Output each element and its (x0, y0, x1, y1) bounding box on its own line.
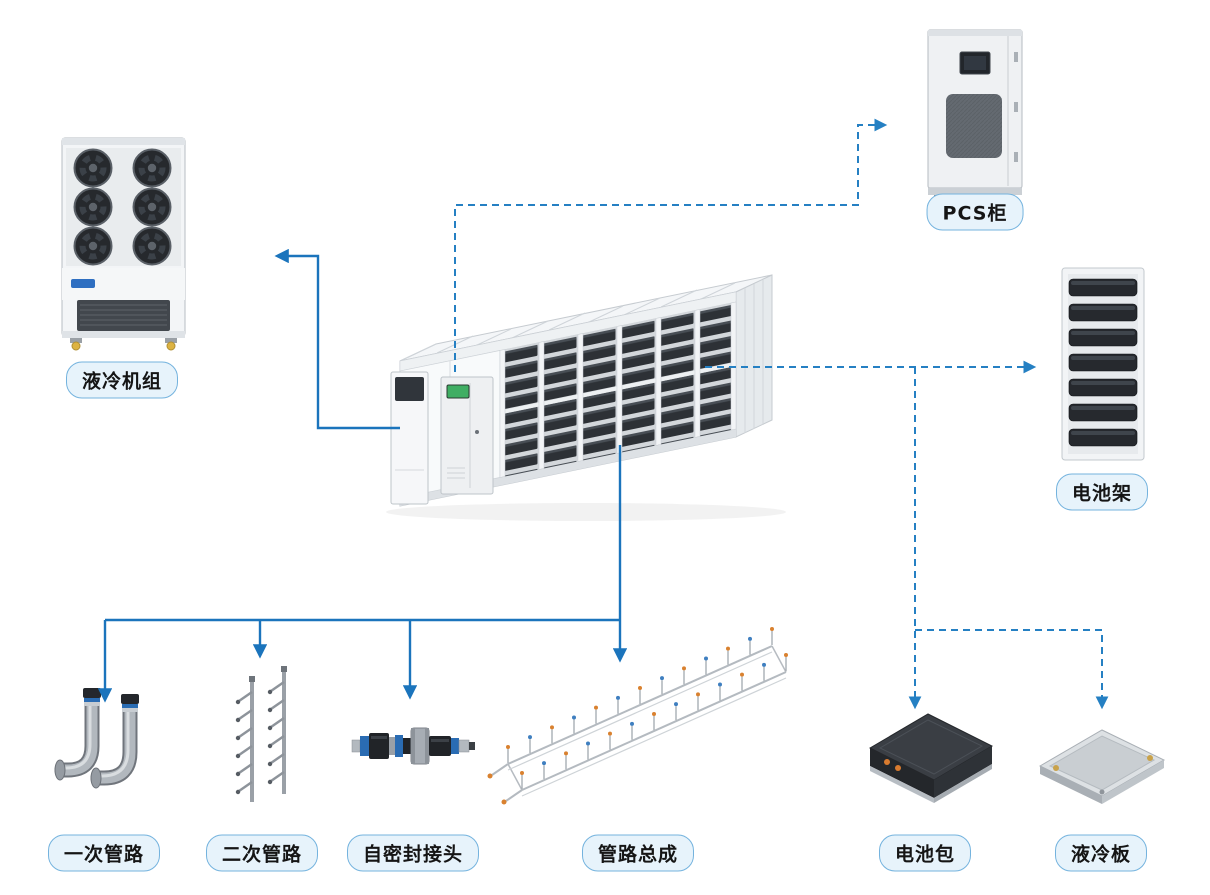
plate-fitting-icon (1053, 765, 1059, 771)
piping-assembly-image (487, 627, 788, 805)
plate-fitting-icon (1147, 755, 1153, 761)
label-piping-assembly: 管路总成 (581, 834, 695, 872)
label-primary-piping: 一次管路 (47, 834, 161, 872)
pcs-cabinet-image (927, 29, 1023, 200)
container-image (386, 274, 786, 521)
control-screen-icon (446, 384, 470, 399)
pack-connector-icon (895, 765, 901, 771)
cooling-plate-image (1038, 729, 1166, 804)
label-cooling-unit: 液冷机组 (65, 361, 179, 399)
fan-grid-icon (73, 148, 172, 266)
primary-piping-image (54, 688, 139, 789)
self-sealing-joint-image (351, 727, 475, 765)
dashed-arrow-to-cooling-plate (915, 629, 1109, 710)
pack-connector-icon (884, 759, 890, 765)
arrow-to-cooling-unit (274, 248, 400, 430)
connector-arrows (97, 118, 1109, 710)
label-battery-pack: 电池包 (878, 834, 972, 872)
battery-rack-image (1061, 267, 1145, 461)
label-self-sealing-joint: 自密封接头 (346, 834, 480, 872)
secondary-piping-image (235, 666, 287, 802)
cooling-unit-image (61, 137, 186, 351)
internal-cooling-cabinet (390, 371, 429, 505)
label-cooling-plate: 液冷板 (1054, 834, 1148, 872)
internal-control-cabinet (440, 376, 494, 495)
battery-pack-image (868, 713, 994, 803)
label-pcs-cabinet: PCS柜 (926, 193, 1024, 231)
brand-mark-icon (71, 279, 95, 288)
label-battery-rack: 电池架 (1055, 473, 1149, 511)
dashed-arrow-to-pcs-cabinet (454, 118, 888, 372)
label-secondary-piping: 二次管路 (205, 834, 319, 872)
